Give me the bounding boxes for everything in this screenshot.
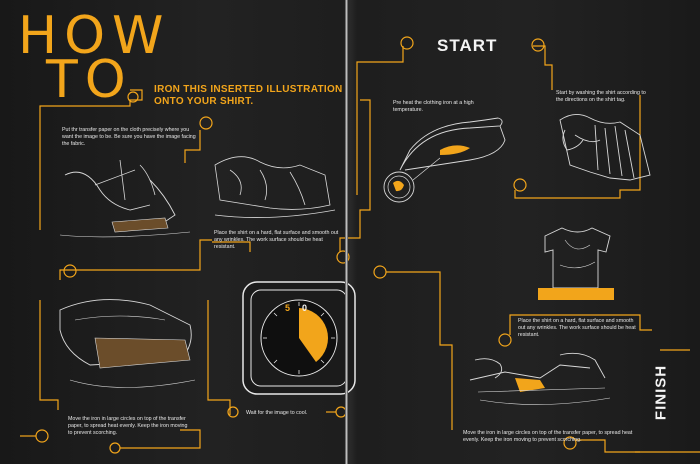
subtitle-line-2: ONTO YOUR SHIRT.: [154, 96, 254, 107]
finish-label-wrap: FINISH: [651, 356, 671, 432]
subtitle-line-1: IRON THIS INSERTED ILLUSTRATION: [154, 84, 343, 95]
iron-preheat-sketch: [383, 117, 506, 203]
step-wash-text: Start by washing the shirt according to …: [556, 90, 646, 103]
step-place-shirt-left-text: Place the shirt on a hard, flat surface …: [214, 230, 339, 250]
connector-lines: [20, 36, 700, 454]
wash-shirt-sketch: [559, 114, 651, 181]
transfer-hands-sketch: [469, 352, 611, 405]
step-transfer-right-text: Move the iron in large circles on top of…: [463, 430, 633, 443]
timer-numeral-5: 5: [285, 303, 291, 313]
timer-numeral-0: 0: [302, 303, 308, 313]
page-title: HOW TO: [18, 10, 170, 110]
center-fold: [345, 0, 348, 464]
title-line-how: HOW: [18, 6, 171, 66]
shirt-on-board-sketch: [538, 227, 614, 300]
step-preheat-text: Pre heat the clothing iron at a high tem…: [393, 100, 474, 113]
smooth-shirt-sketch: [214, 156, 336, 218]
step-place-shirt-text: Place the shirt on a hard, flat surface …: [518, 318, 636, 338]
page-subtitle: IRON THIS INSERTED ILLUSTRATION ONTO YOU…: [154, 84, 343, 108]
finish-label: FINISH: [652, 364, 670, 421]
iron-circles-sketch: [59, 299, 196, 388]
start-label: START: [437, 36, 498, 55]
step-put-paper-text: Put thr transfer paper on the cloth prec…: [62, 127, 196, 147]
step-iron-circles-left-text: Move the iron in large circles on top of…: [68, 416, 188, 436]
place-paper-sketch: [59, 159, 191, 238]
step-wait-text: Wait for the image to cool.: [246, 410, 308, 416]
title-line-to: TO: [46, 50, 133, 110]
timer-graphic: [242, 281, 356, 395]
